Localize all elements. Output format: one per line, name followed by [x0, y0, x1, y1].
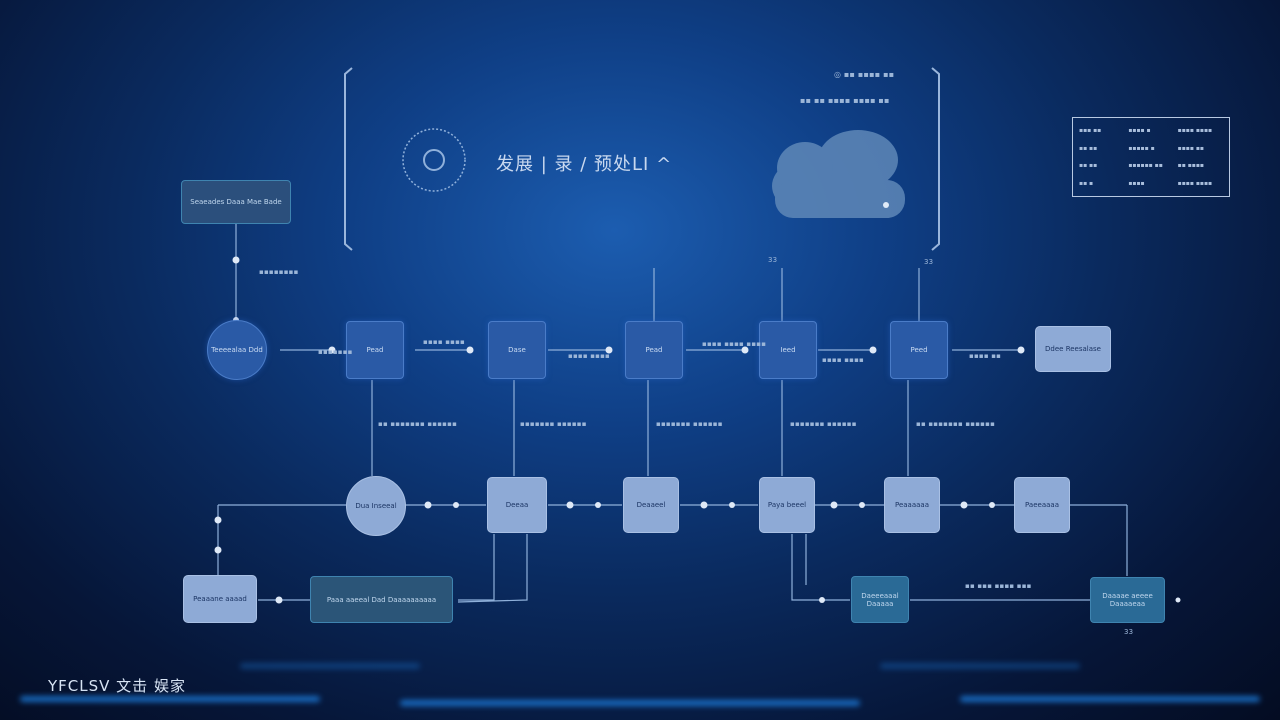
legend-cell: ▪▪▪▪: [1128, 179, 1145, 187]
input-box[interactable]: Seaeades Daaa Mae Bade: [181, 180, 291, 224]
bottom-wide-box[interactable]: Paaa aaeeal Dad Daaaaaaaaaa: [310, 576, 453, 623]
top-node-4[interactable]: Ieed: [759, 321, 817, 379]
top-right-caption: ◎ ▪▪ ▪▪▪▪ ▪▪: [834, 70, 895, 79]
edge-label: ▪▪▪▪ ▪▪▪▪: [822, 356, 864, 364]
mid-node-2[interactable]: Deaaeel: [623, 477, 679, 533]
legend-cell: ▪▪▪▪▪ ▪: [1128, 144, 1155, 152]
bottom-note: ▪▪ ▪▪▪ ▪▪▪▪ ▪▪▪: [965, 582, 1032, 590]
footer-brand: YFCLSV 文击 娱家: [48, 677, 186, 695]
legend-cell: ▪▪▪ ▪▪: [1079, 127, 1102, 135]
glow-line: [880, 663, 1080, 669]
column-label: ▪▪ ▪▪▪▪▪▪▪ ▪▪▪▪▪▪: [378, 420, 458, 428]
mid-node-5[interactable]: Paeeaaaa: [1014, 477, 1070, 533]
top-node-1[interactable]: Pead: [346, 321, 404, 379]
edge-label: ▪▪▪▪ ▪▪▪▪ ▪▪▪▪: [702, 340, 767, 348]
legend-cell: ▪▪ ▪▪: [1079, 144, 1098, 152]
number-label: 33: [924, 258, 934, 266]
edge-label: ▪▪▪▪▪▪▪: [318, 348, 353, 356]
mid-node-1[interactable]: Deeaa: [487, 477, 547, 533]
bottom-right-box[interactable]: Daaaae aeeee Daaaaeaa: [1090, 577, 1165, 623]
column-label: ▪▪ ▪▪▪▪▪▪▪ ▪▪▪▪▪▪: [916, 420, 996, 428]
mid-circle[interactable]: Dua Inseeal: [346, 476, 406, 536]
edge-label: ▪▪▪▪ ▪▪: [969, 352, 1002, 360]
bottom-mid-box[interactable]: Daeeeaaal Daaaaa: [851, 576, 909, 623]
edge-label: ▪▪▪▪ ▪▪▪▪: [568, 352, 610, 360]
top-node-3[interactable]: Pead: [625, 321, 683, 379]
glow-line: [400, 700, 860, 706]
bottom-left-box[interactable]: Peaaane aaaad: [183, 575, 257, 623]
legend-cell: ▪▪▪▪ ▪▪: [1177, 144, 1204, 152]
mid-node-4[interactable]: Peaaaaaa: [884, 477, 940, 533]
legend-box: ▪▪▪ ▪▪ ▪▪▪▪ ▪ ▪▪▪▪ ▪▪▪▪ ▪▪ ▪▪ ▪▪▪▪▪ ▪ ▪▪…: [1072, 117, 1230, 197]
number-label: 33: [1124, 628, 1134, 636]
edge-label: ▪▪▪▪ ▪▪▪▪: [423, 338, 465, 346]
legend-cell: ▪▪▪▪ ▪: [1128, 127, 1151, 135]
legend-cell: ▪▪ ▪▪▪▪: [1177, 162, 1204, 170]
glow-line: [20, 696, 320, 702]
column-label: ▪▪▪▪▪▪▪ ▪▪▪▪▪▪: [520, 420, 587, 428]
top-node-2[interactable]: Dase: [488, 321, 546, 379]
cloud-icon: [772, 130, 905, 218]
legend-cell: ▪▪▪▪ ▪▪▪▪: [1177, 179, 1213, 187]
output-box[interactable]: Ddee Reesalase: [1035, 326, 1111, 372]
top-right-caption: ▪▪ ▪▪ ▪▪▪▪ ▪▪▪▪ ▪▪: [800, 96, 890, 105]
glow-line: [960, 696, 1260, 702]
mid-node-3[interactable]: Paya beeel: [759, 477, 815, 533]
legend-cell: ▪▪ ▪▪: [1079, 162, 1098, 170]
edge-label: ▪▪▪▪▪▪▪▪: [259, 268, 299, 276]
column-label: ▪▪▪▪▪▪▪ ▪▪▪▪▪▪: [790, 420, 857, 428]
legend-cell: ▪▪ ▪: [1079, 179, 1094, 187]
number-label: 33: [768, 256, 778, 264]
legend-cell: ▪▪▪▪ ▪▪▪▪: [1177, 127, 1213, 135]
glow-line: [240, 663, 420, 669]
top-node-5[interactable]: Peed: [890, 321, 948, 379]
page-title: 发展 | 录 / 预处LI ^: [496, 154, 673, 175]
legend-cell: ▪▪▪▪▪▪ ▪▪: [1128, 162, 1163, 170]
start-circle[interactable]: Teeeealaa Ddd: [207, 320, 267, 380]
column-label: ▪▪▪▪▪▪▪ ▪▪▪▪▪▪: [656, 420, 723, 428]
